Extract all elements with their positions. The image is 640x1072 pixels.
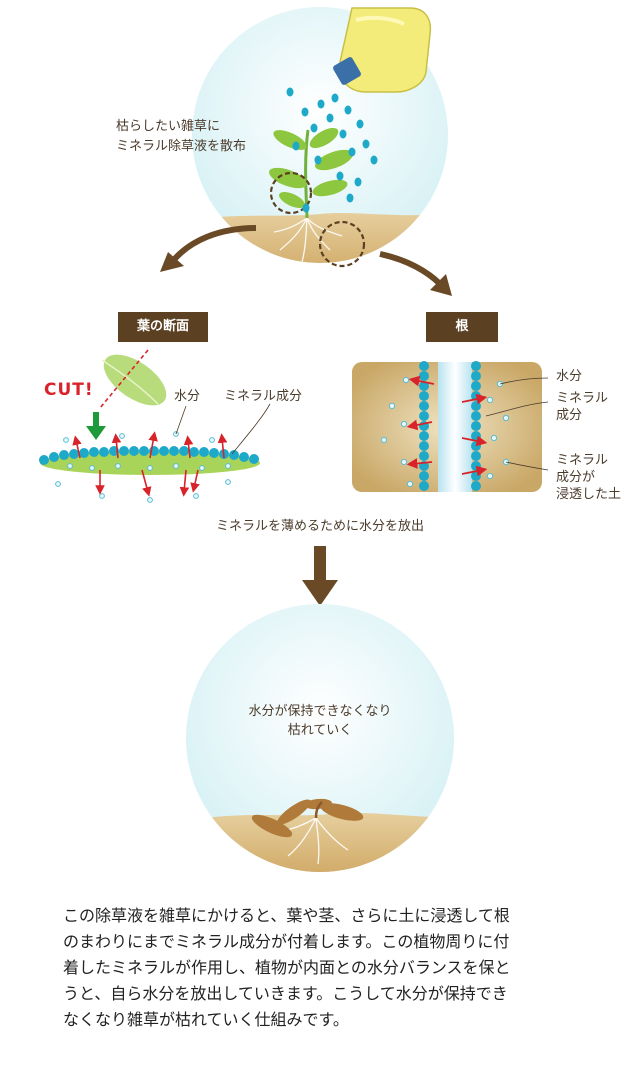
root-tag: 根 bbox=[426, 312, 498, 342]
description-paragraph: この除草液を雑草にかけると、葉や茎、さらに土に浸透して根 のまわりにまでミネラル… bbox=[63, 903, 583, 1033]
wilted-weed bbox=[251, 798, 364, 838]
description-line: この除草液を雑草にかけると、葉や茎、さらに土に浸透して根 bbox=[63, 906, 510, 925]
root-soil-label-3: 浸透した土 bbox=[556, 487, 622, 502]
arrow-to-root bbox=[379, 251, 443, 287]
root-mineral-label-1: ミネラル bbox=[556, 391, 609, 406]
weed-plant bbox=[269, 127, 353, 219]
leaf-focus-circle bbox=[269, 171, 313, 215]
leaf-mineral-label: ミネラル成分 bbox=[224, 389, 303, 404]
root-cross-section bbox=[352, 361, 549, 492]
root-water-label: 水分 bbox=[556, 369, 583, 384]
sprayer-bottle-icon bbox=[333, 7, 432, 93]
description-line: なくなり雑草が枯れていく仕組みです。 bbox=[63, 1010, 349, 1029]
leaf-cross-section bbox=[39, 349, 271, 503]
description-line: うと、自ら水分を放出していきます。こうして水分が保持でき bbox=[63, 984, 508, 1003]
leaf-water-label: 水分 bbox=[174, 389, 201, 404]
down-arrow bbox=[302, 546, 338, 606]
middle-caption: ミネラルを薄めるために水分を放出 bbox=[215, 519, 424, 534]
root-mineral-label-2: 成分 bbox=[556, 408, 583, 423]
description-line: のまわりにまでミネラル成分が付着します。この植物周りに付 bbox=[63, 932, 510, 951]
roots bbox=[273, 217, 343, 263]
cut-label: CUT! bbox=[44, 380, 94, 400]
step2-caption-line1: 水分が保持できなくなり bbox=[248, 704, 392, 719]
step2-caption-line2: 枯れていく bbox=[287, 723, 353, 738]
bottom-scene bbox=[186, 604, 454, 872]
leaf-section-tag: 葉の断面 bbox=[118, 312, 208, 342]
description-line: 着したミネラルが作用し、植物が内面との水分バランスを保と bbox=[63, 958, 511, 977]
step1-caption-line2: ミネラル除草液を散布 bbox=[116, 139, 247, 154]
droplets bbox=[286, 87, 378, 213]
root-soil-label-1: ミネラル bbox=[556, 453, 609, 468]
root-soil-label-2: 成分が bbox=[556, 470, 596, 485]
step1-caption-line1: 枯らしたい雑草に bbox=[116, 119, 221, 134]
root-focus-circle bbox=[318, 220, 366, 268]
arrow-to-leaf bbox=[169, 225, 257, 264]
